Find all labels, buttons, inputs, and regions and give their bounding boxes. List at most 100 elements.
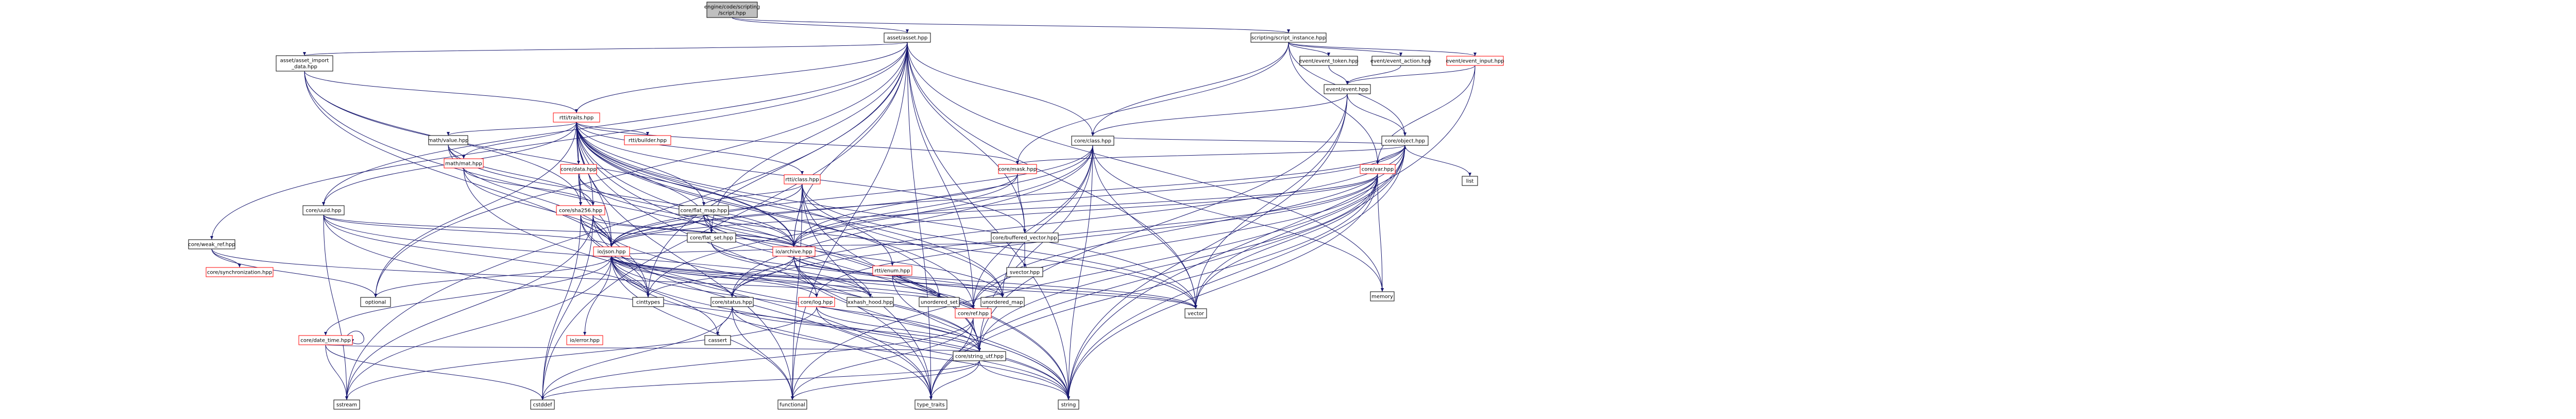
edge-asset-to-core_ref (907, 42, 974, 309)
node-core_object[interactable]: core/object.hpp (1381, 136, 1429, 146)
node-type_traits[interactable]: type_traits (914, 399, 947, 410)
edge-io_json-to-unordered_map (611, 256, 1003, 298)
node-core_uuid[interactable]: core/uuid.hpp (302, 205, 345, 215)
node-core_log[interactable]: core/log.hpp (798, 297, 835, 307)
node-core_var[interactable]: core/var.hpp (1360, 164, 1396, 174)
edge-core_flat_map-to-io_archive (703, 214, 794, 247)
edge-core_object-to-list (1404, 145, 1470, 177)
node-label: core/flat_set.hpp (690, 236, 733, 241)
node-io_archive[interactable]: io/archive.hpp (772, 246, 816, 257)
node-asset[interactable]: asset/asset.hpp (884, 32, 931, 43)
node-label: cinttypes (636, 300, 660, 306)
node-rtti_builder[interactable]: rtti/builder.hpp (624, 135, 671, 145)
node-core_sha256[interactable]: core/sha256.hpp (556, 205, 605, 215)
node-sstream[interactable]: sstream (333, 399, 360, 410)
node-io_json[interactable]: io/json.hpp (593, 246, 630, 257)
node-rtti_class[interactable]: rtti/class.hpp (784, 174, 821, 185)
node-label: core/flat_map.hpp (681, 208, 727, 214)
node-core_date_time[interactable]: core/date_time.hpp (298, 335, 353, 345)
edge-arrowhead (1327, 53, 1330, 56)
node-core_flat_set[interactable]: core/flat_set.hpp (687, 232, 736, 243)
edge-root-to-script_instance (732, 17, 1289, 33)
edge-core_ref-to-cstddef (542, 317, 974, 400)
node-core_data[interactable]: core/data.hpp (560, 164, 597, 174)
node-rtti_traits[interactable]: rtti/traits.hpp (553, 112, 600, 123)
node-cstddef[interactable]: cstddef (530, 399, 555, 410)
edge-core_flat_map-to-io_json (611, 214, 704, 247)
node-svector[interactable]: svector.hpp (1006, 267, 1043, 277)
node-string[interactable]: string (1058, 399, 1079, 410)
edge-arrowhead (1001, 294, 1004, 297)
node-asset_import[interactable]: asset/asset_import_data.hpp (276, 55, 333, 72)
node-event[interactable]: event/event.hpp (1324, 84, 1371, 94)
node-core_flat_map[interactable]: core/flat_map.hpp (679, 205, 729, 215)
node-xxhash[interactable]: xxhash_hood.hpp (846, 297, 894, 307)
edge-core_ref-to-core_string_utf (973, 317, 980, 352)
edge-io_archive-to-string (793, 256, 1069, 400)
node-label: type_traits (917, 403, 944, 408)
node-list[interactable]: list (1462, 176, 1478, 186)
node-script_instance[interactable]: scripting/script_instance.hpp (1250, 32, 1327, 43)
node-functional[interactable]: functional (777, 399, 807, 410)
edge-arrowhead (210, 236, 213, 240)
edge-io_json-to-core_status (611, 256, 733, 298)
edge-arrowhead (978, 348, 981, 351)
edge-rtti_traits-to-optional (375, 122, 577, 298)
edge-event_action-to-event (1347, 65, 1401, 85)
node-core_buffered_vector[interactable]: core/buffered_vector.hpp (991, 232, 1059, 243)
node-core_mask[interactable]: core/mask.hpp (998, 164, 1037, 174)
node-box (1006, 267, 1043, 277)
edge-vec-to-sstream (346, 214, 594, 400)
edge-core_class-to-core_status (732, 145, 1093, 298)
node-event_input[interactable]: event/event_input.hpp (1446, 56, 1504, 66)
edge-core_var-to-core_log (816, 173, 1378, 298)
node-box (302, 205, 345, 215)
node-core_weak_ref[interactable]: core/weak_ref.hpp (188, 239, 235, 249)
edge-io_json-to-io_error (584, 256, 612, 336)
node-event_action[interactable]: event/event_action.hpp (1370, 56, 1431, 66)
node-optional[interactable]: optional (360, 297, 391, 307)
node-vector[interactable]: vector (1184, 308, 1207, 319)
node-cinttypes[interactable]: cinttypes (632, 297, 664, 307)
edge-core_object-to-io_json (611, 145, 1405, 247)
edge-arrowhead (374, 294, 377, 297)
node-label: cstddef (533, 403, 552, 408)
edge-core_var-to-memory (1377, 173, 1383, 292)
edge-arrowhead (1067, 396, 1070, 400)
node-math_mat[interactable]: math/mat.hpp (444, 158, 484, 169)
edge-rtti_traits-to-math_mat (463, 122, 577, 159)
edge-script_instance-to-event_action (1288, 42, 1401, 57)
edge-io_archive-to-cinttypes (648, 256, 794, 298)
node-label: engine/code/scripting (704, 5, 760, 10)
node-box (706, 2, 758, 18)
edge-event-to-string (1068, 93, 1348, 400)
edge-arrowhead (710, 229, 713, 233)
node-memory[interactable]: memory (1370, 291, 1395, 301)
node-core_ref[interactable]: core/ref.hpp (955, 308, 992, 319)
edge-core_var-to-io_archive (793, 173, 1378, 247)
edge-io_json-to-xxhash (611, 256, 871, 298)
edge-arrowhead (929, 396, 933, 400)
edge-asset-to-core_buffered_vector (907, 42, 1025, 233)
node-sync[interactable]: core/synchronization.hpp (206, 267, 274, 277)
edge-core_mask-to-core_buffered_vector (1017, 173, 1025, 233)
node-label: rtti/traits.hpp (560, 115, 594, 121)
edge-event-to-core_object (1347, 93, 1405, 137)
edge-core_weak_ref-to-sync (211, 248, 240, 268)
node-core_class[interactable]: core/class.hpp (1071, 136, 1114, 146)
node-cassert[interactable]: cassert (704, 335, 731, 345)
node-unordered_map[interactable]: unordered_map (980, 297, 1025, 307)
node-event_token[interactable]: event/event_token.hpp (1299, 56, 1359, 66)
node-mathvalue[interactable]: math/value.hpp (428, 135, 469, 145)
node-label: event/event.hpp (1326, 87, 1369, 93)
node-core_string_utf[interactable]: core/string_utf.hpp (953, 351, 1006, 361)
node-box (530, 399, 555, 410)
edge-io_json-to-string (611, 256, 1069, 400)
node-rtti_enum[interactable]: rtti/enum.hpp (872, 265, 912, 276)
node-core_status[interactable]: core/status.hpp (710, 297, 754, 307)
node-unordered_set[interactable]: unordered_set (919, 297, 960, 307)
edge-asset-to-core_class (907, 42, 1093, 137)
node-io_error[interactable]: io/error.hpp (566, 335, 603, 345)
node-box (360, 297, 391, 307)
node-box (955, 308, 992, 319)
